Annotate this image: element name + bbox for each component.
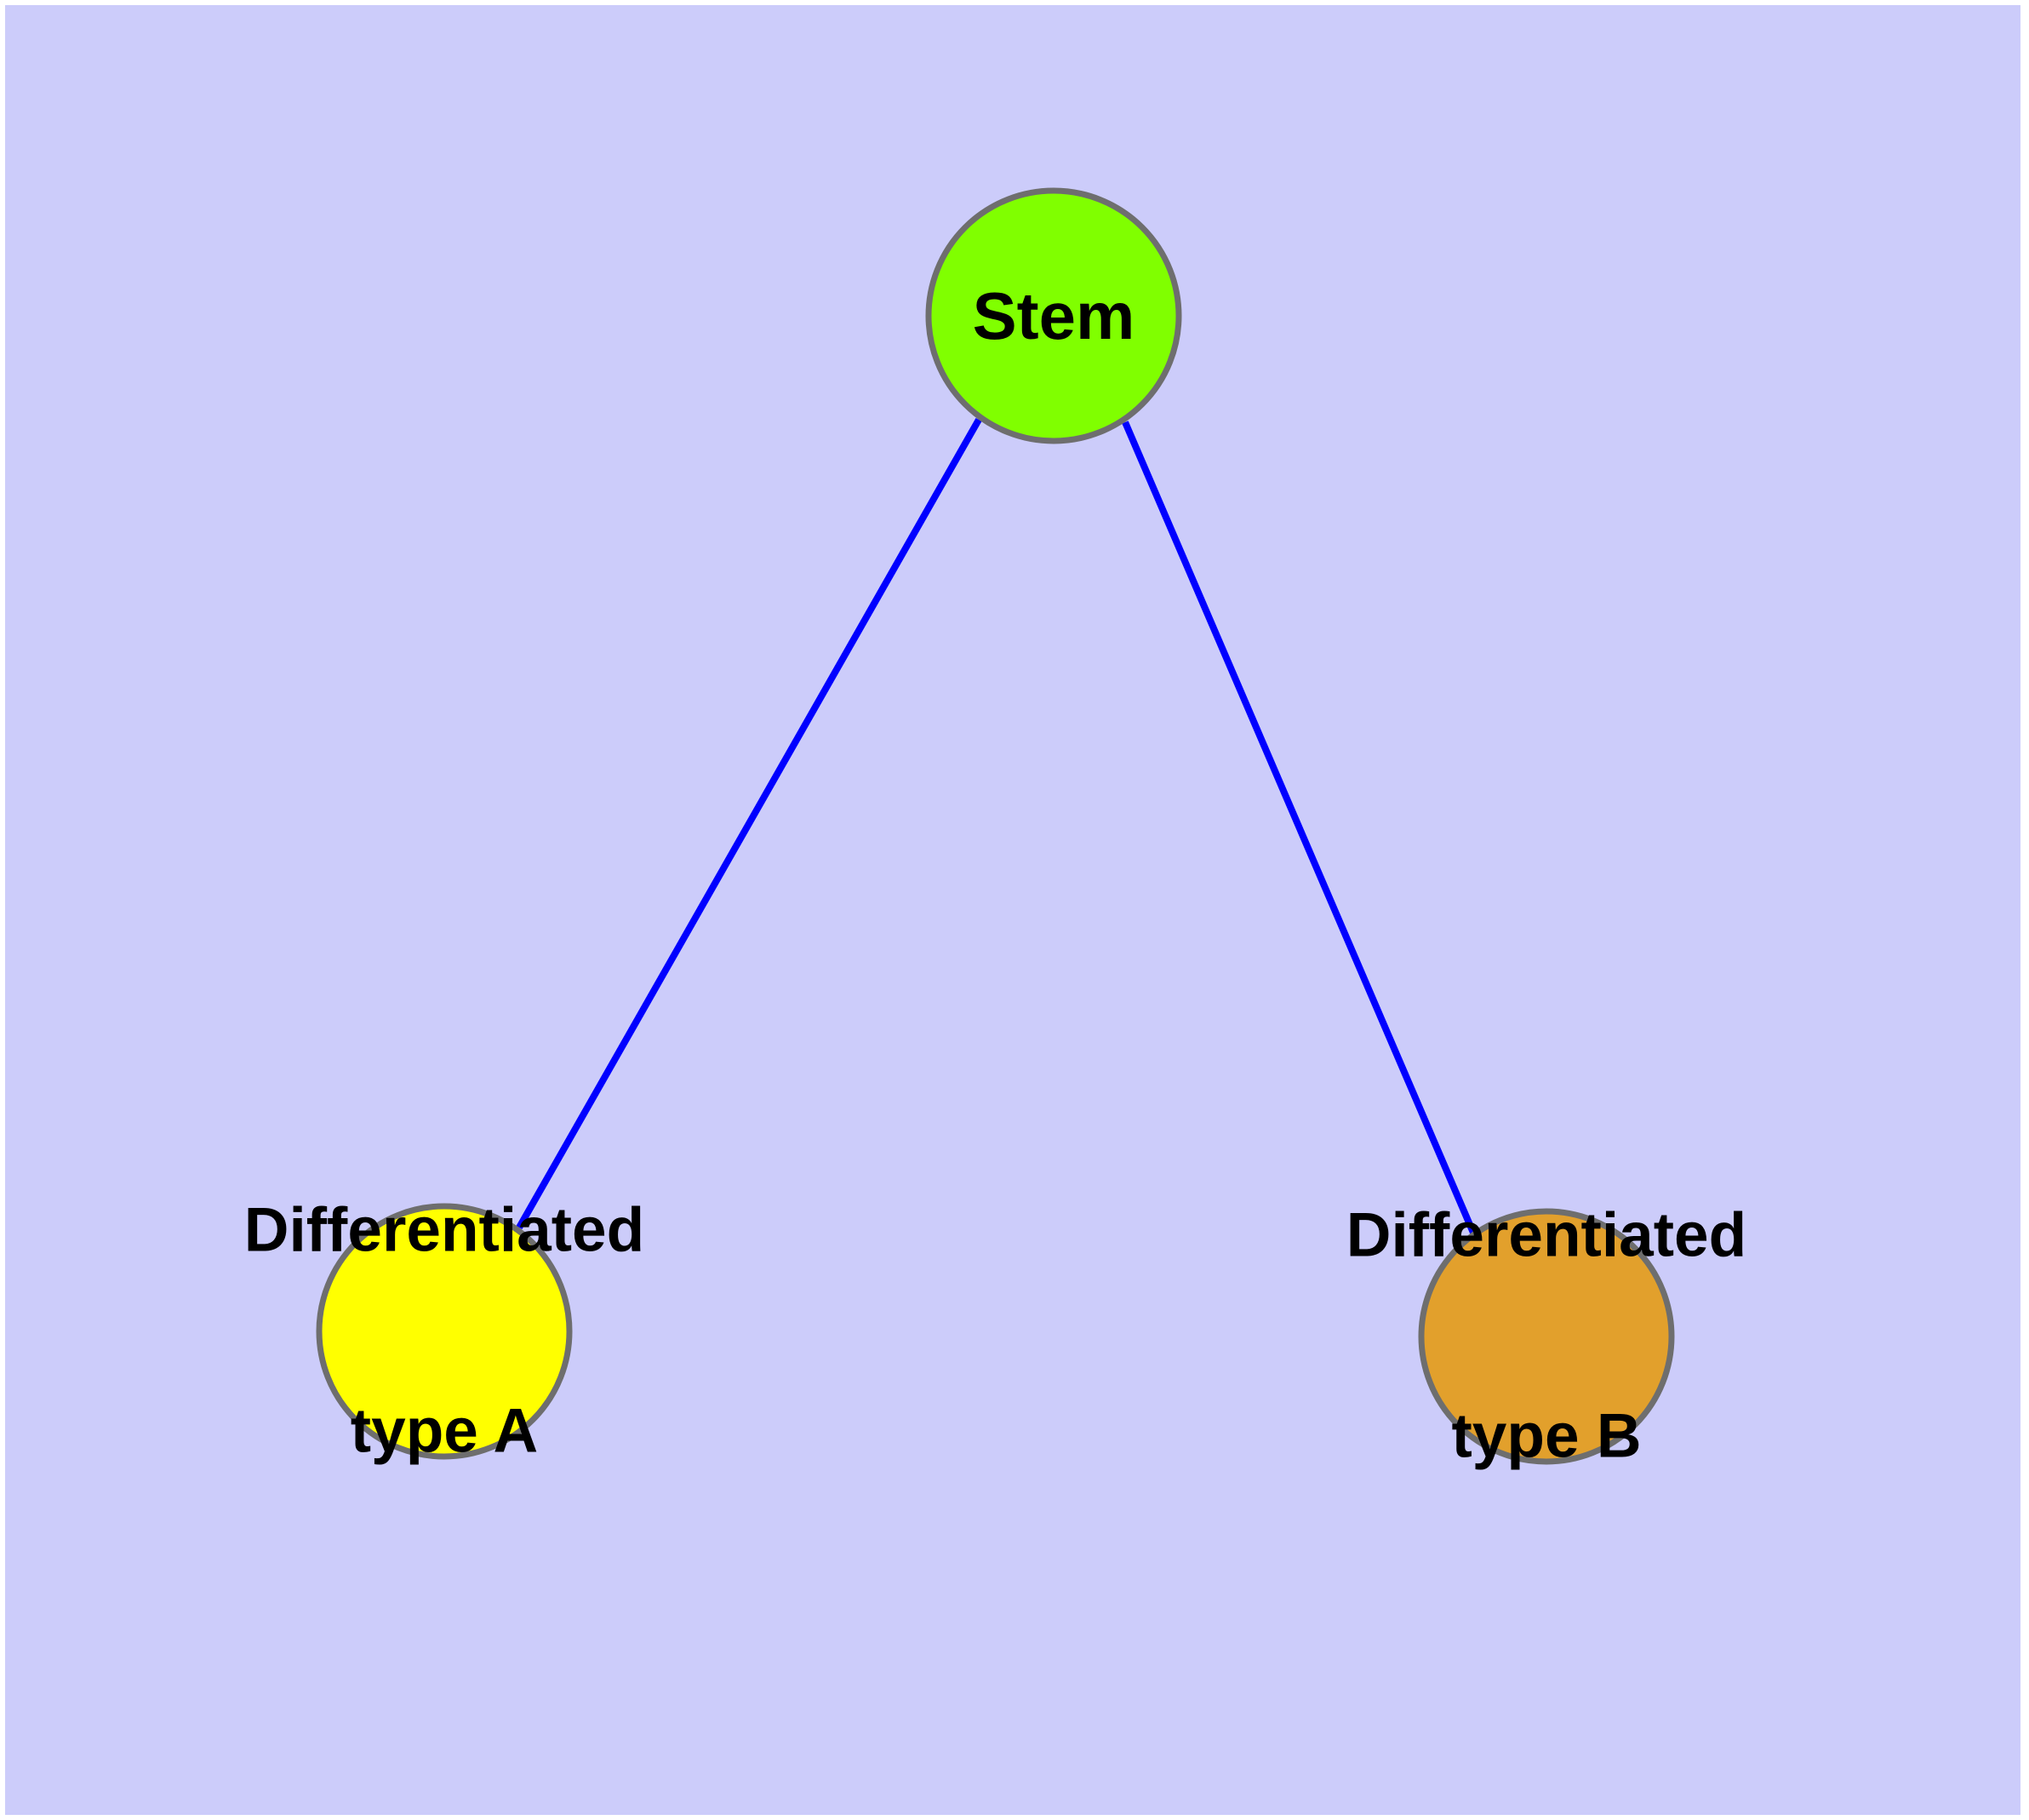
node-stem[interactable] bbox=[925, 187, 1182, 444]
node-differentiated-type-a[interactable] bbox=[316, 1203, 573, 1460]
node-differentiated-type-b[interactable] bbox=[1418, 1208, 1675, 1465]
edge-layer bbox=[516, 418, 1477, 1234]
node-layer bbox=[316, 187, 1675, 1465]
edge-stem-to-differentiated-type-b[interactable] bbox=[1122, 421, 1477, 1234]
edge-stem-to-differentiated-type-a[interactable] bbox=[516, 418, 982, 1229]
